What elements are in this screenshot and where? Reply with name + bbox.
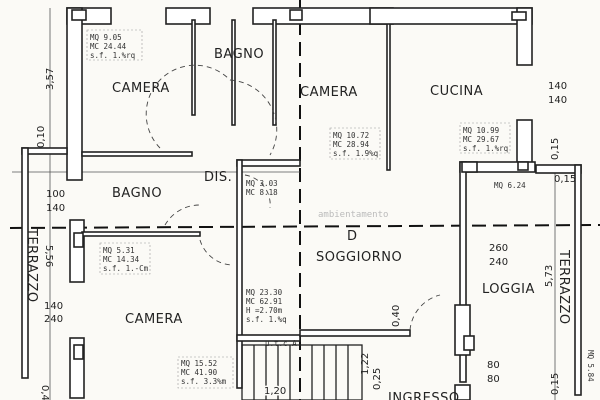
dim-1-20: 1,20: [264, 386, 286, 397]
info-loggia: MQ 6.24: [494, 181, 526, 190]
dim-260: 260: [489, 243, 508, 254]
dim-0-10: 0,10: [36, 126, 47, 148]
dim-80a: 80: [487, 360, 500, 371]
room-label-camera-nw: CAMERA: [112, 81, 170, 96]
dim-140d: 140: [548, 95, 567, 106]
svg-text:MC 29.67: MC 29.67: [463, 135, 499, 144]
dim-5-56: 5,56: [43, 245, 54, 267]
section-line-horizontal: [9, 224, 600, 229]
svg-text:MQ 3.03: MQ 3.03: [246, 179, 278, 188]
walls: [21, 7, 582, 400]
info-terrazzo-e: MQ 5.84: [586, 350, 595, 382]
room-label-bagno-n: BAGNO: [214, 47, 264, 62]
room-label-terrazzo-w: TERRAZZO: [24, 227, 39, 303]
faded-note: ambientamento: [318, 210, 388, 220]
room-label-ingresso: INGRESSO: [388, 391, 460, 400]
dim-240b: 240: [489, 257, 508, 268]
svg-text:MQ 10.72: MQ 10.72: [333, 131, 369, 140]
svg-text:s.f. 1.%rq: s.f. 1.%rq: [463, 144, 508, 153]
svg-text:H =2.70m: H =2.70m: [246, 306, 283, 315]
room-marker-d: D: [347, 229, 358, 244]
svg-text:MQ 15.52: MQ 15.52: [181, 359, 217, 368]
dim-0-40b: 0,40: [39, 385, 50, 400]
stairs: [241, 344, 363, 400]
dim-100: 100: [46, 189, 65, 200]
dim-1-22: 1,22: [360, 353, 371, 375]
room-label-dis: DIS.: [204, 170, 232, 185]
svg-text:s.f. 1.%q: s.f. 1.%q: [246, 315, 287, 324]
svg-text:MC 28.94: MC 28.94: [333, 140, 370, 149]
dim-80b: 80: [487, 374, 500, 385]
room-label-camera-n: CAMERA: [300, 85, 358, 100]
svg-text:MQ 23.30: MQ 23.30: [246, 288, 283, 297]
stair-label: u.t.c.A: [265, 339, 297, 348]
dim-0-15b: 0,15: [554, 174, 576, 185]
dim-5-73: 5,73: [544, 265, 555, 287]
svg-text:s.f. 1.9%q: s.f. 1.9%q: [333, 149, 378, 158]
dim-240a: 240: [44, 314, 63, 325]
room-label-camera-sw: CAMERA: [125, 312, 183, 327]
svg-text:MQ 6.24: MQ 6.24: [494, 181, 526, 190]
dim-140a: 140: [46, 203, 65, 214]
dim-0-25: 0,25: [372, 368, 383, 390]
dim-140c: 140: [548, 81, 567, 92]
svg-text:MQ 10.99: MQ 10.99: [463, 126, 499, 135]
dim-3-57: 3,57: [45, 68, 56, 90]
svg-text:MC 62.91: MC 62.91: [246, 297, 282, 306]
room-label-bagno-w: BAGNO: [112, 186, 162, 201]
svg-text:MQ 9.05: MQ 9.05: [90, 33, 122, 42]
room-label-loggia: LOGGIA: [482, 282, 535, 297]
door-swings: [145, 64, 441, 331]
svg-text:s.f. 1.-Cm: s.f. 1.-Cm: [103, 264, 149, 273]
svg-text:MC 41.90: MC 41.90: [181, 368, 218, 377]
svg-text:MQ 5.31: MQ 5.31: [103, 246, 135, 255]
room-label-cucina: CUCINA: [430, 84, 483, 99]
svg-text:MC 24.44: MC 24.44: [90, 42, 127, 51]
dim-0-15c: 0,15: [550, 373, 561, 395]
room-label-terrazzo-e: TERRAZZO: [556, 249, 571, 325]
svg-text:s.f. 3.3%m: s.f. 3.3%m: [181, 377, 227, 386]
svg-text:MC 8.18: MC 8.18: [246, 188, 278, 197]
dim-0-15a: 0,15: [550, 138, 561, 160]
dim-140b: 140: [44, 301, 63, 312]
svg-text:MC 14.34: MC 14.34: [103, 255, 140, 264]
room-label-soggiorno: SOGGIORNO: [316, 250, 402, 265]
dim-0-40: 0,40: [391, 305, 402, 327]
svg-text:s.f. 1.%rq: s.f. 1.%rq: [90, 51, 135, 60]
